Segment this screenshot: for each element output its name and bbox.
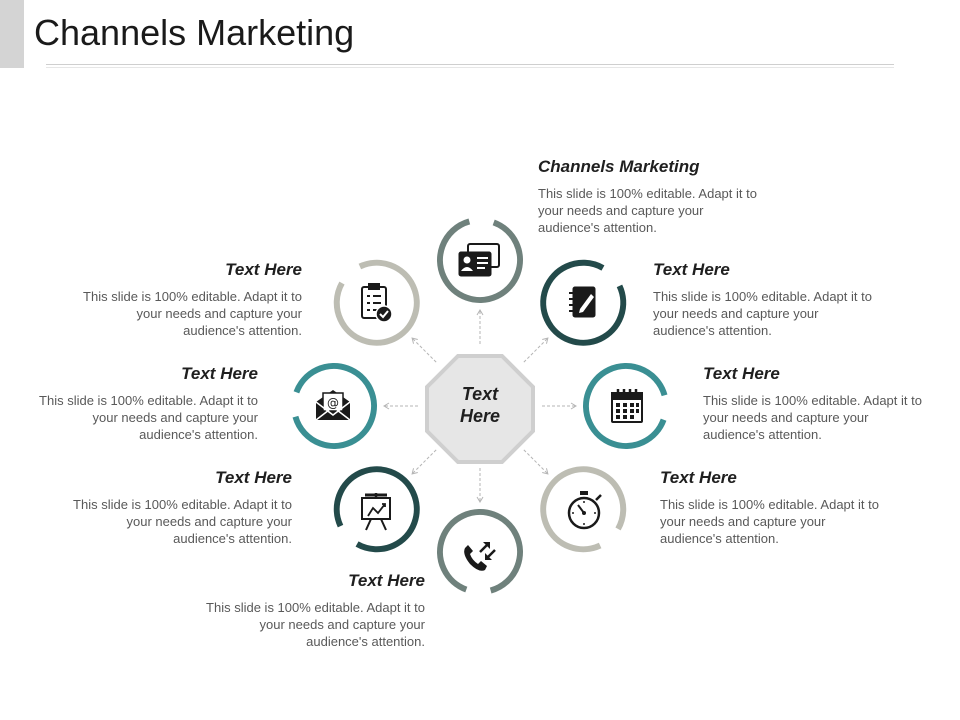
label-title: Channels Marketing (538, 157, 700, 176)
label-upper-left: Text Here This slide is 100% editable. A… (72, 260, 302, 339)
node-ring-lower-left (333, 466, 420, 553)
center-label: Text Here (440, 383, 520, 427)
label-body: This slide is 100% editable. Adapt it to… (703, 393, 922, 442)
label-bottom: Text Here This slide is 100% editable. A… (195, 571, 425, 650)
title-divider-secondary (46, 67, 894, 68)
presentation-board-icon (361, 493, 391, 531)
label-title: Text Here (660, 468, 737, 487)
label-left: Text Here This slide is 100% editable. A… (28, 364, 258, 443)
node-rings (291, 216, 669, 595)
node-ring-lower-right (540, 466, 627, 553)
email-envelope-icon: @ (315, 390, 351, 421)
label-title: Text Here (225, 260, 302, 279)
label-title: Text Here (653, 260, 730, 279)
label-body: This slide is 100% editable. Adapt it to… (206, 600, 425, 649)
center-octagon (425, 354, 535, 464)
title-accent-bar (0, 0, 24, 68)
label-lower-right: Text Here This slide is 100% editable. A… (660, 468, 890, 547)
center-label-line1: Text (461, 384, 499, 404)
label-body: This slide is 100% editable. Adapt it to… (83, 289, 302, 338)
stopwatch-icon (567, 491, 602, 530)
checklist-clipboard-icon (361, 283, 393, 323)
label-body: This slide is 100% editable. Adapt it to… (73, 497, 292, 546)
phone-arrows-icon (464, 542, 496, 571)
label-body: This slide is 100% editable. Adapt it to… (653, 289, 872, 338)
page-title: Channels Marketing (34, 12, 355, 53)
label-body: This slide is 100% editable. Adapt it to… (660, 497, 879, 546)
connector-arrows (383, 309, 577, 503)
label-title: Text Here (181, 364, 258, 383)
connector-arrow-upper-right (523, 337, 549, 363)
notebook-pen-icon (569, 286, 596, 318)
calendar-icon (611, 389, 643, 423)
label-right: Text Here This slide is 100% editable. A… (703, 364, 933, 443)
label-body: This slide is 100% editable. Adapt it to… (538, 186, 757, 235)
connector-arrow-upper-left (411, 337, 437, 363)
svg-text:@: @ (327, 396, 339, 410)
title-divider (46, 64, 894, 65)
id-card-icon (458, 243, 500, 277)
label-title: Text Here (348, 571, 425, 590)
label-upper-right: Text Here This slide is 100% editable. A… (653, 260, 883, 339)
center-label-line2: Here (459, 406, 501, 426)
label-body: This slide is 100% editable. Adapt it to… (39, 393, 258, 442)
connector-arrow-lower-left (411, 449, 437, 475)
label-title: Text Here (703, 364, 780, 383)
label-lower-left: Text Here This slide is 100% editable. A… (62, 468, 292, 547)
label-title: Text Here (215, 468, 292, 487)
label-top: Channels Marketing This slide is 100% ed… (538, 157, 768, 236)
connector-arrow-lower-right (523, 449, 549, 475)
